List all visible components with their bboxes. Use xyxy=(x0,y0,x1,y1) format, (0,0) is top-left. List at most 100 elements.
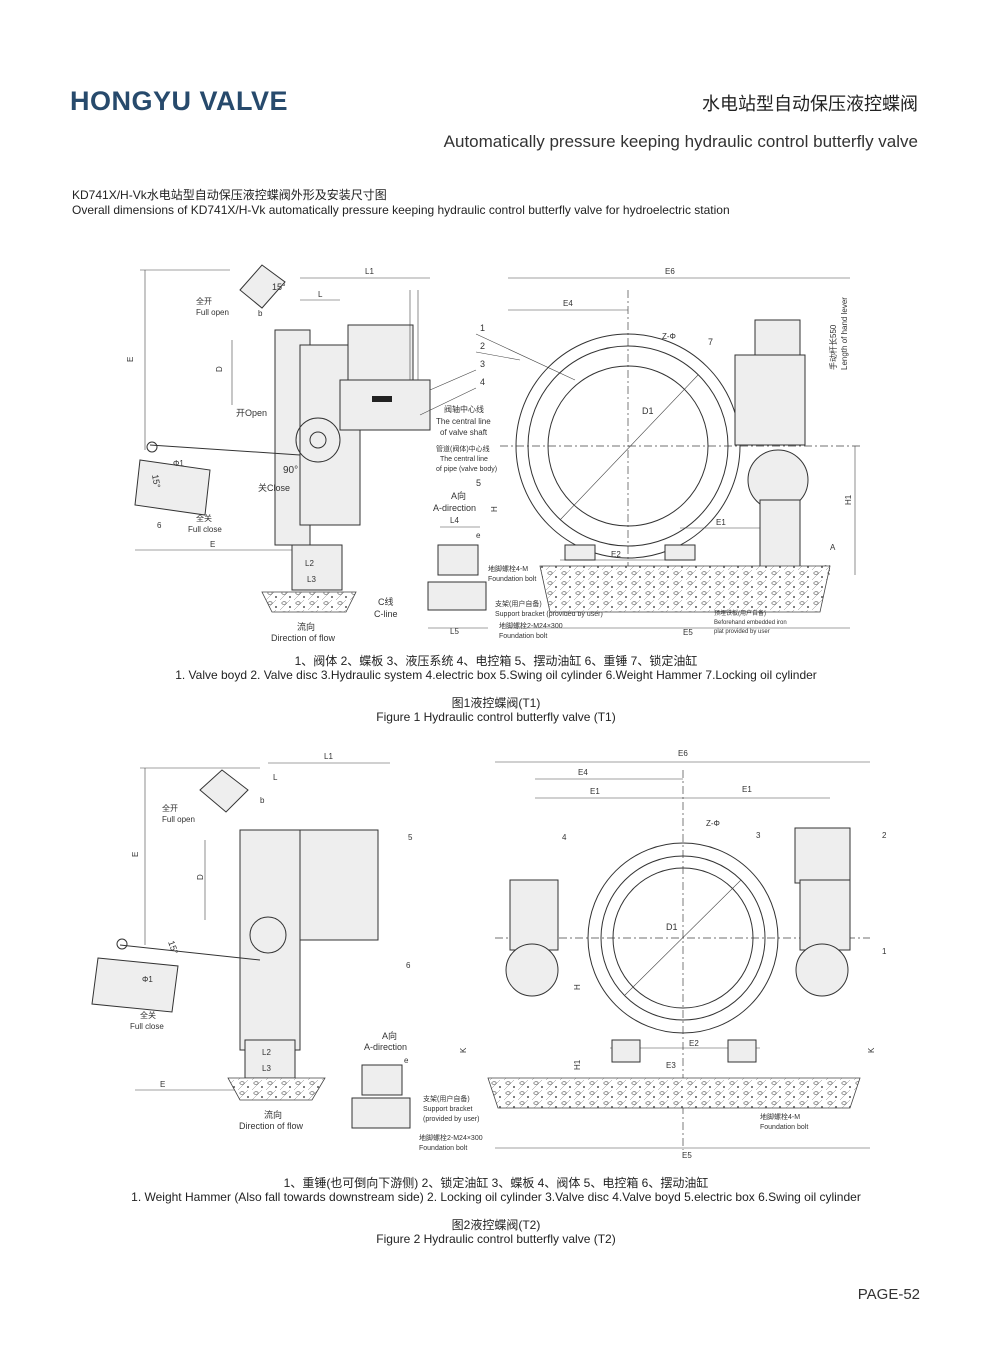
dim-L1: L1 xyxy=(365,267,374,276)
subtitle-english: Overall dimensions of KD741X/H-Vk automa… xyxy=(72,203,730,217)
label-pipe-en-2: of pipe (valve body) xyxy=(436,466,497,473)
dim-D: D xyxy=(215,366,224,372)
dim-E4: E4 xyxy=(563,299,573,308)
fig1-caption-en: Figure 1 Hydraulic control butterfly val… xyxy=(376,710,616,724)
dim-E: E xyxy=(126,357,135,362)
label-bolt4-cn: 地脚螺栓4-M xyxy=(488,564,528,573)
dim2-Ka: K xyxy=(459,1047,468,1053)
fig1-a-direction-view: L4 e L5 地脚螺栓4-M Foundation bolt 支架(用户自备)… xyxy=(427,516,603,640)
callout-2: 2 xyxy=(480,341,485,351)
dim2-phi1: Φ1 xyxy=(142,975,153,984)
label2-support-cn: 支架(用户自备) xyxy=(423,1094,470,1103)
label2-bolt4-en: Foundation bolt xyxy=(760,1124,808,1131)
fig2-caption-cn: 图2液控蝶阀(T2) xyxy=(451,1218,541,1232)
fig1-legend-en: 1. Valve boyd 2. Valve disc 3.Hydraulic … xyxy=(175,668,817,682)
fig1-front-view: E6 E4 D1 Z-Φ H 手动杆长550 Length of hand le… xyxy=(490,267,860,637)
label2-bolt2-en: Foundation bolt xyxy=(419,1145,467,1152)
dim2-E2: E2 xyxy=(689,1039,699,1048)
label2-full-open-en: Full open xyxy=(162,815,195,824)
callout-6: 6 xyxy=(157,521,162,530)
label-close: 关Close xyxy=(258,482,290,493)
dim-D1: D1 xyxy=(642,406,654,416)
dim-H: H xyxy=(490,506,499,512)
label-shaft-cn: 阀轴中心线 xyxy=(444,404,484,414)
label-plate-cn: 预埋铁板(用户自备) xyxy=(714,609,766,617)
label2-support-en-2: (provided by user) xyxy=(423,1116,479,1123)
label-c-line-en: C-line xyxy=(374,609,398,619)
dim-E-bottom: E xyxy=(210,540,215,549)
dim2-E1a: E1 xyxy=(590,787,600,796)
callout-4: 4 xyxy=(480,377,485,387)
dim-e: e xyxy=(476,531,481,540)
title-chinese: 水电站型自动保压液控蝶阀 xyxy=(702,94,918,114)
callout2-4: 4 xyxy=(562,833,567,842)
angle2-15: 15° xyxy=(166,939,180,956)
title-english: Automatically pressure keeping hydraulic… xyxy=(443,132,918,151)
angle-15-top: 15° xyxy=(272,282,286,292)
subtitle-chinese: KD741X/H-Vk水电站型自动保压液控蝶阀外形及安装尺寸图 xyxy=(72,188,387,202)
callout2-6: 6 xyxy=(406,961,411,970)
dim2-L2: L2 xyxy=(262,1048,271,1057)
dim-H1: H1 xyxy=(844,494,853,505)
label2-flow-cn: 流向 xyxy=(264,1109,282,1120)
label-plate-en-2: plat provided by user xyxy=(714,629,770,635)
label-bolt4-en: Foundation bolt xyxy=(488,576,536,583)
callout-1: 1 xyxy=(480,323,485,333)
label2-flow-en: Direction of flow xyxy=(239,1121,304,1131)
dim2-E6: E6 xyxy=(678,749,688,758)
dim2-e: e xyxy=(404,1056,409,1065)
fig1-callouts: 1 2 3 4 5 7 阀轴中心线 The central line of va… xyxy=(419,323,713,513)
label-plate-en-1: Beforehand embedded iron xyxy=(714,620,787,626)
label-a-direction-cn: A向 xyxy=(451,490,466,501)
dim-E5: E5 xyxy=(683,628,693,637)
callout-7: 7 xyxy=(708,337,713,347)
label-support-cn: 支架(用户自备) xyxy=(495,599,542,608)
dim-L2: L2 xyxy=(305,559,314,568)
callout2-3: 3 xyxy=(756,831,761,840)
dim-L4: L4 xyxy=(450,516,459,525)
label2-a-direction-en: A-direction xyxy=(364,1042,407,1052)
callout2-1: 1 xyxy=(882,947,887,956)
label-open: 开Open xyxy=(236,408,267,418)
label-c-line-cn: C线 xyxy=(378,596,394,607)
callout2-5: 5 xyxy=(408,833,413,842)
label-flow-cn: 流向 xyxy=(297,621,315,632)
fig2-legend-cn: 1、重锤(也可倒向下游侧) 2、锁定油缸 3、蝶板 4、阀体 5、电控箱 6、摆… xyxy=(283,1176,709,1190)
fig2-legend-en: 1. Weight Hammer (Also fall towards down… xyxy=(131,1190,861,1204)
label2-bolt4-cn: 地脚螺栓4-M xyxy=(760,1112,800,1121)
label2-full-close-en: Full close xyxy=(130,1022,164,1031)
dim-E1: E1 xyxy=(716,518,726,527)
label2-full-open-cn: 全开 xyxy=(162,803,178,813)
dim-L5: L5 xyxy=(450,627,459,636)
dim-E2: E2 xyxy=(611,550,621,559)
dim2-Z: Z-Φ xyxy=(706,819,720,828)
callout2-2: 2 xyxy=(882,831,887,840)
label-flow-en: Direction of flow xyxy=(271,633,336,643)
dim2-L: L xyxy=(273,773,278,782)
label-shaft-en-2: of valve shaft xyxy=(440,428,488,437)
label-bolt2-en: Foundation bolt xyxy=(499,633,547,640)
fig2-side-view: E D L1 L b 全开 Full open 5 6 15° Φ1 全关 Fu… xyxy=(91,752,483,1152)
angle-90: 90° xyxy=(283,465,298,476)
dim2-E3: E3 xyxy=(666,1061,676,1070)
callout-5: 5 xyxy=(476,478,481,488)
label-pipe-en-1: The central line xyxy=(440,456,488,463)
label-a-direction-en: A-direction xyxy=(433,503,476,513)
dim2-b: b xyxy=(260,796,265,805)
dim-b: b xyxy=(258,309,263,318)
label2-a-direction-cn: A向 xyxy=(382,1030,397,1041)
fig1-caption-cn: 图1液控蝶阀(T1) xyxy=(451,696,541,710)
page-number: PAGE-52 xyxy=(857,1286,920,1303)
dim2-H: H xyxy=(573,984,582,990)
label-bolt2-cn: 地脚螺栓2-M24×300 xyxy=(499,621,563,630)
dim2-E4: E4 xyxy=(578,768,588,777)
angle-15-hammer: 15° xyxy=(150,474,162,490)
fig1-side-view: E D L1 L 15° b 全开 Full open 开Open 90° 关C… xyxy=(126,264,431,643)
dim2-E-bottom: E xyxy=(160,1080,165,1089)
label-full-close-en: Full close xyxy=(188,525,222,534)
label2-full-close-cn: 全关 xyxy=(140,1010,156,1020)
label-pipe-cn: 管道(阀体)中心线 xyxy=(436,444,490,453)
dim2-D1: D1 xyxy=(666,922,678,932)
dim-E6: E6 xyxy=(665,267,675,276)
